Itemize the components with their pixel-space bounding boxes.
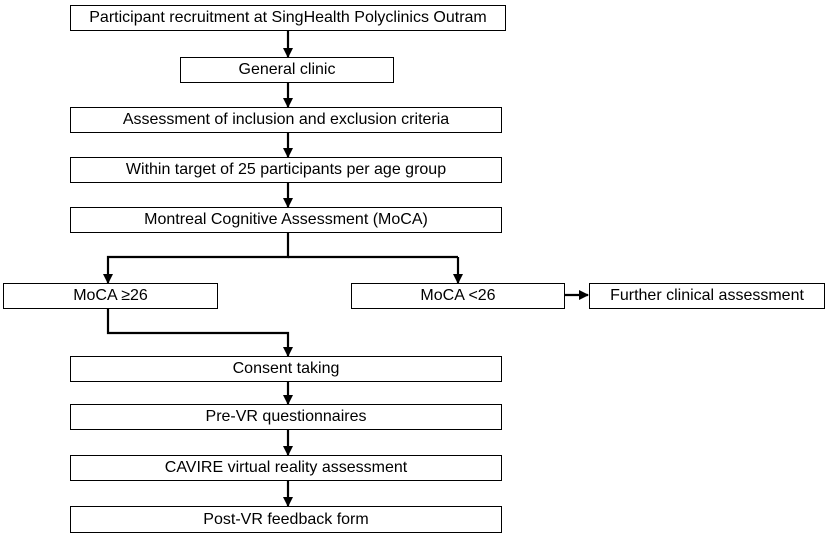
step-inclusion-exclusion: Assessment of inclusion and exclusion cr… xyxy=(70,107,502,133)
step-post-vr: Post-VR feedback form xyxy=(70,506,502,533)
step-moca: Montreal Cognitive Assessment (MoCA) xyxy=(70,207,502,233)
step-pre-vr: Pre-VR questionnaires xyxy=(70,404,502,430)
arrow-pass-to-consent xyxy=(106,309,293,357)
step-age-group-target: Within target of 25 participants per age… xyxy=(70,157,502,183)
step-cavire: CAVIRE virtual reality assessment xyxy=(70,455,502,481)
step-general-clinic: General clinic xyxy=(180,57,394,83)
arrow-moca-split xyxy=(103,233,290,284)
step-consent: Consent taking xyxy=(70,356,502,382)
step-recruitment: Participant recruitment at SingHealth Po… xyxy=(70,5,506,31)
step-moca-fail: MoCA <26 xyxy=(351,283,565,309)
step-moca-pass: MoCA ≥26 xyxy=(3,283,218,309)
step-further-assessment: Further clinical assessment xyxy=(589,283,825,309)
